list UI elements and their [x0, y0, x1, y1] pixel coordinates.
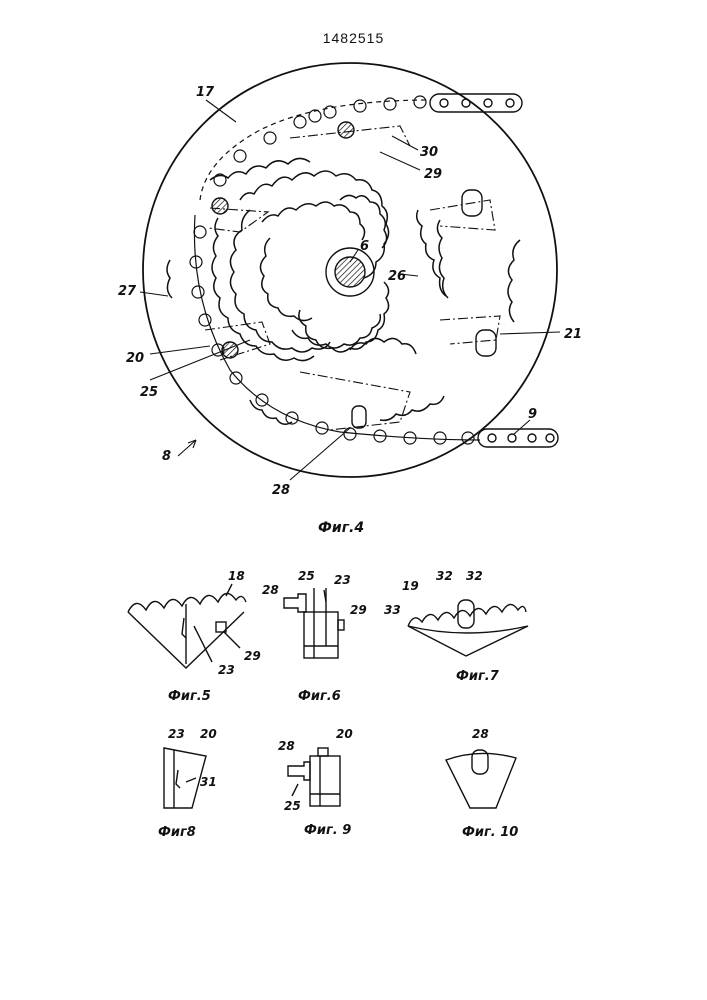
caption-fig4: Фиг.4	[318, 520, 364, 536]
label-20: 20	[200, 727, 217, 741]
caption-fig6: Фиг.6	[298, 689, 341, 704]
caption-fig10: Фиг. 10	[462, 825, 518, 840]
label-27: 27	[118, 284, 137, 299]
figure-9	[288, 748, 340, 806]
label-20: 20	[126, 351, 144, 366]
label-21: 21	[564, 327, 582, 342]
figure-10-labels: 28 Фиг. 10	[462, 727, 518, 840]
figure-7	[408, 600, 528, 656]
label-30: 30	[420, 145, 438, 160]
label-23: 23	[334, 573, 351, 587]
label-28: 28	[272, 483, 290, 498]
label-8: 8	[162, 449, 171, 464]
figure-5	[128, 584, 246, 668]
label-33: 33	[384, 603, 401, 617]
figure-6	[284, 588, 344, 658]
label-23: 23	[218, 663, 235, 677]
figure-10	[446, 750, 516, 808]
caption-fig7: Фиг.7	[456, 669, 500, 684]
label-23: 23	[168, 727, 185, 741]
figure-4	[140, 63, 560, 480]
figure-4-labels: 17 30 29 6 26 27 21 20 25 9 8 28 Фиг.4	[118, 85, 582, 536]
label-18: 18	[228, 569, 245, 583]
label-19: 19	[402, 579, 419, 593]
label-25: 25	[284, 799, 301, 813]
chain-run-lower	[478, 429, 558, 447]
figure-8-labels: 23 20 31 Фиг8	[158, 727, 217, 840]
figure-5-labels: 18 23 29 Фиг.5	[168, 569, 261, 704]
label-29: 29	[350, 603, 367, 617]
label-28: 28	[278, 739, 295, 753]
label-26: 26	[388, 269, 406, 284]
label-20: 20	[336, 727, 353, 741]
label-25: 25	[140, 385, 158, 400]
leader-lines	[140, 100, 560, 480]
label-29: 29	[424, 167, 442, 182]
chain-run-upper	[430, 94, 522, 112]
label-32-a: 32	[436, 569, 453, 583]
caption-fig5: Фиг.5	[168, 689, 211, 704]
figure-9-labels: 28 20 25 Фиг. 9	[278, 727, 353, 838]
caption-fig9: Фиг. 9	[304, 823, 351, 838]
label-28: 28	[262, 583, 279, 597]
label-6: 6	[360, 239, 369, 254]
label-28: 28	[472, 727, 489, 741]
caption-fig8: Фиг8	[158, 825, 196, 840]
label-31: 31	[200, 775, 217, 789]
label-32-b: 32	[466, 569, 483, 583]
label-9: 9	[528, 407, 537, 422]
label-17: 17	[196, 85, 215, 100]
label-25: 25	[298, 569, 315, 583]
figure-7-labels: 19 32 32 33 Фиг.7	[384, 569, 500, 684]
label-29: 29	[244, 649, 261, 663]
